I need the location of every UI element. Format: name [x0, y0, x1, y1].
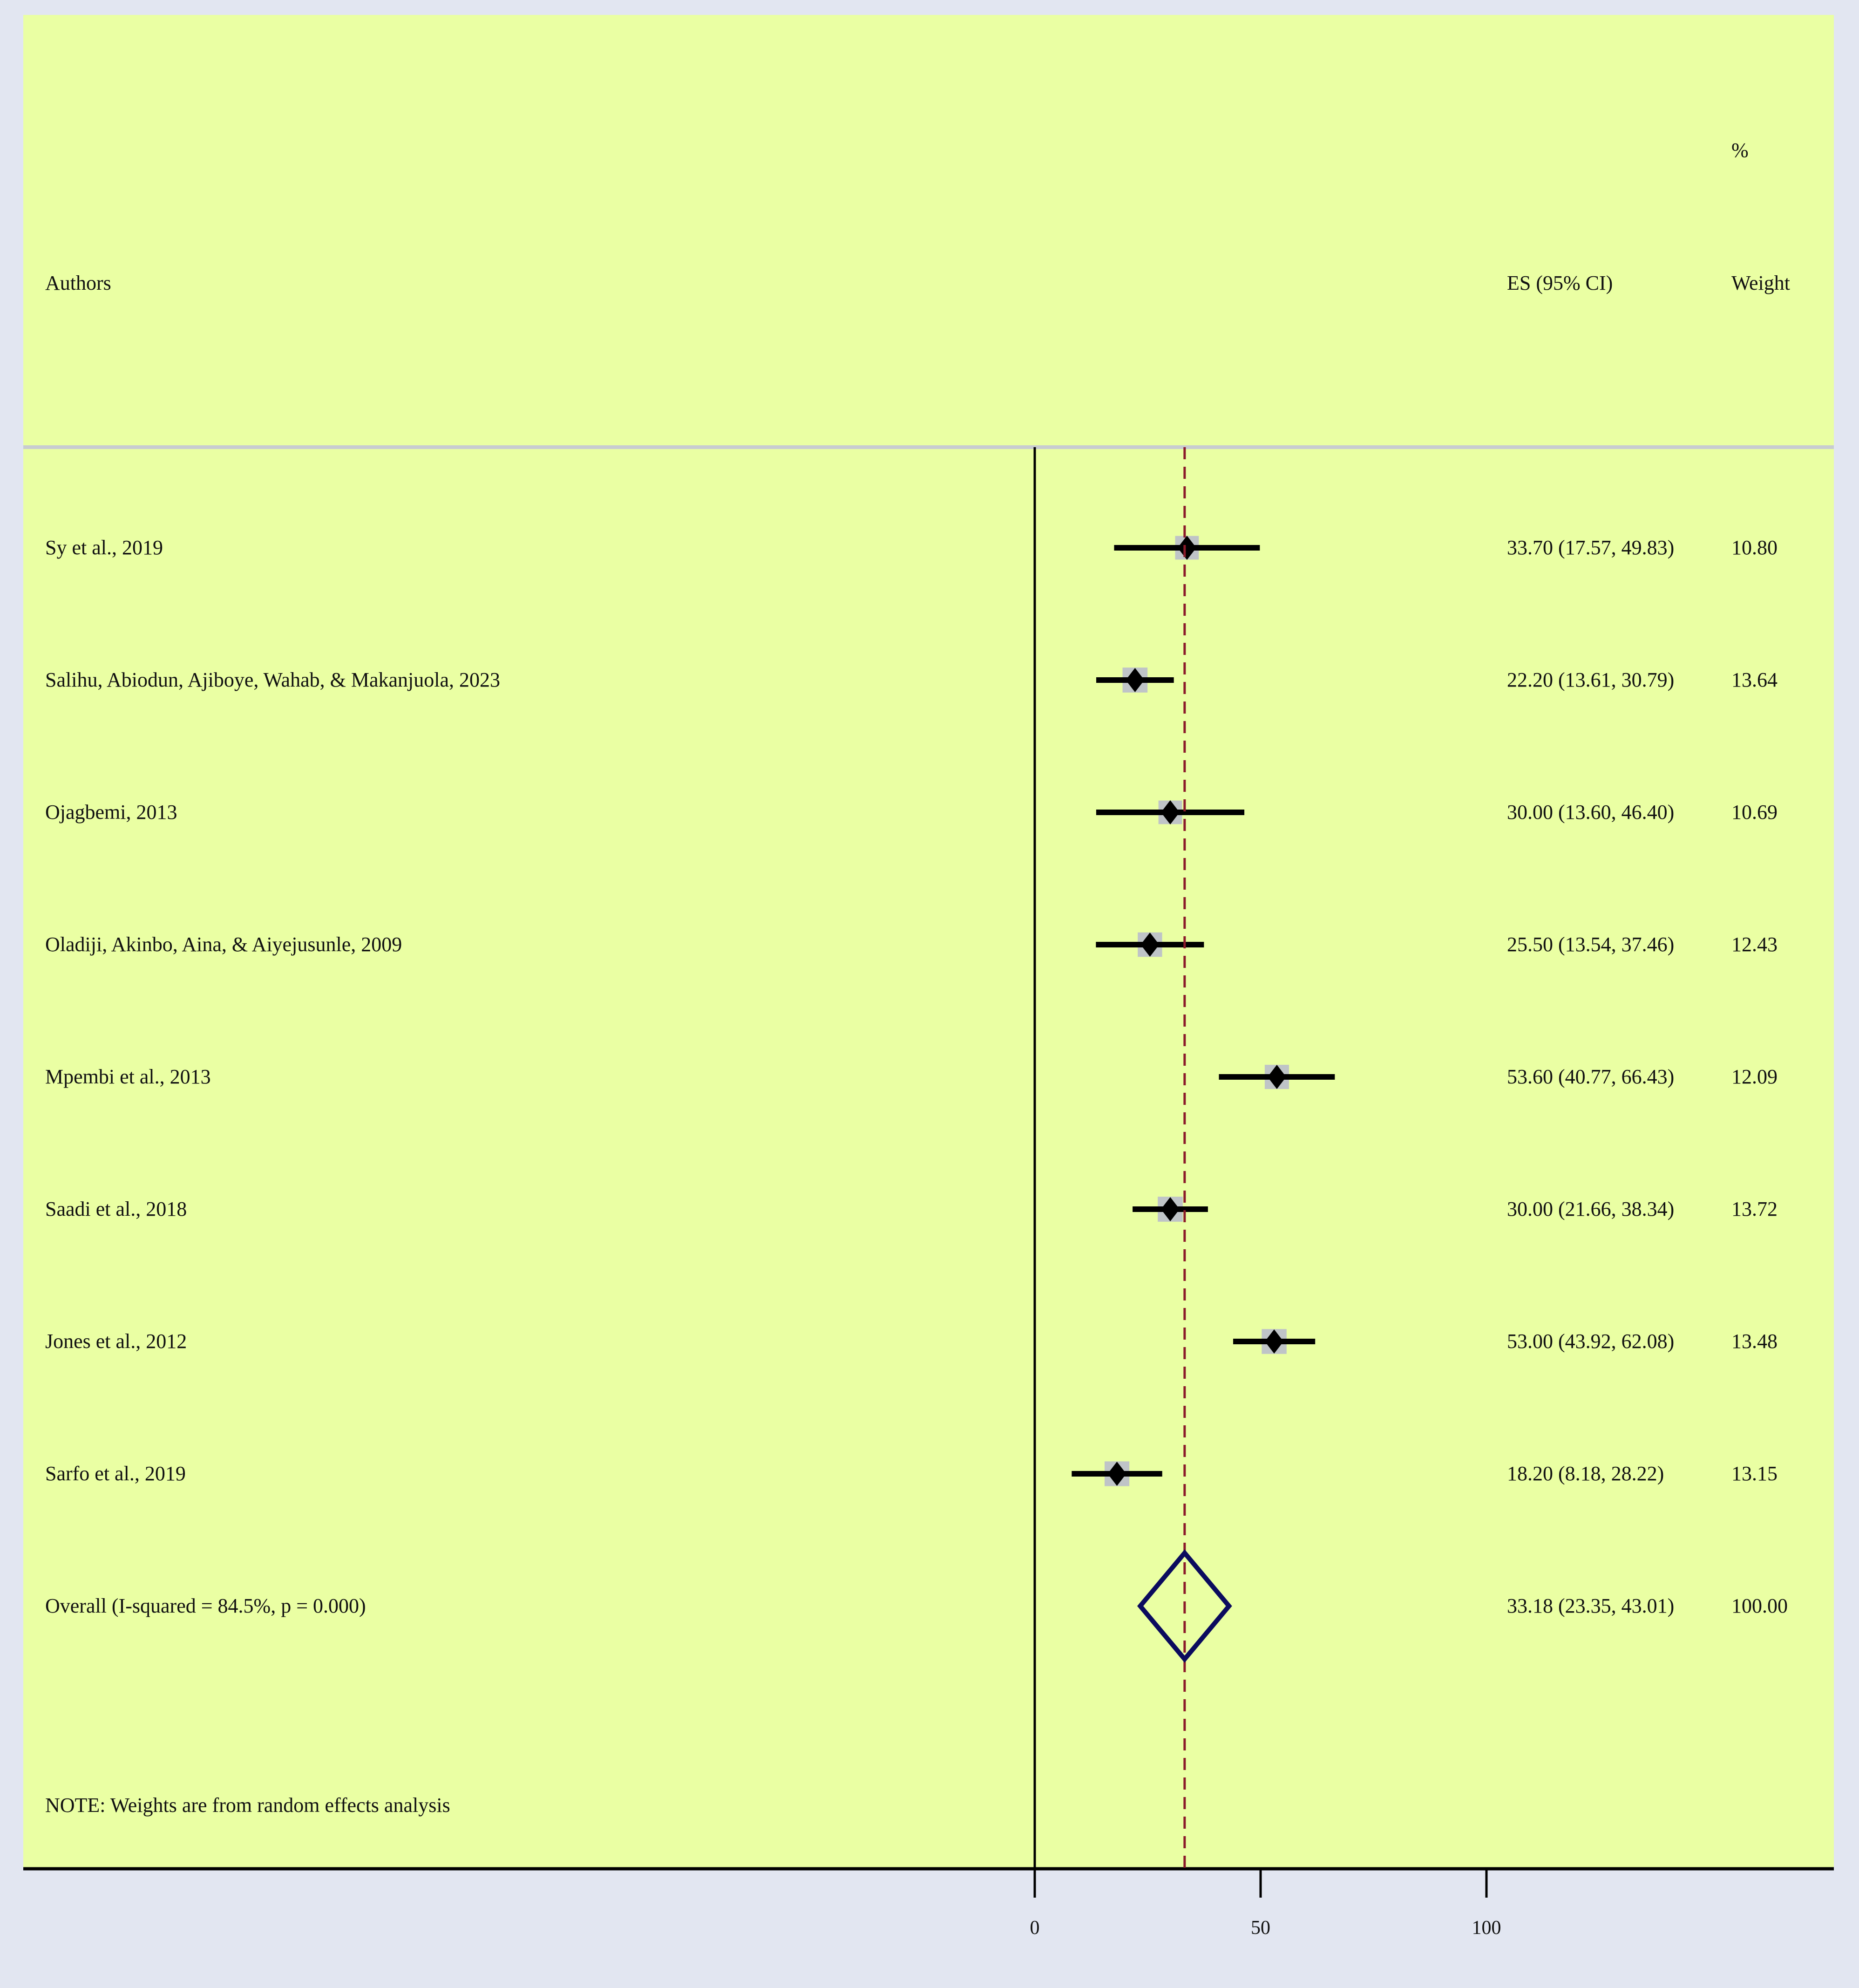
weight-label: 12.09	[1731, 1065, 1778, 1088]
estimate-label: 53.00 (43.92, 62.08)	[1507, 1330, 1674, 1353]
plot-panel	[23, 15, 1834, 1869]
point-estimate	[1161, 800, 1180, 824]
overall-diamond	[1137, 1549, 1232, 1663]
point-estimate	[1267, 1065, 1286, 1089]
study-label: Sarfo et al., 2019	[45, 1462, 186, 1485]
estimate-label: 30.00 (21.66, 38.34)	[1507, 1198, 1674, 1220]
note-text: NOTE: Weights are from random effects an…	[45, 1794, 450, 1817]
x-tick-label: 0	[1030, 1917, 1040, 1939]
header-weight: Weight	[1731, 272, 1790, 294]
estimate-labels: 33.70 (17.57, 49.83) 22.20 (13.61, 30.79)…	[1507, 536, 1674, 1617]
point-estimate	[1126, 668, 1145, 692]
column-headers: Authors ES (95% CI) % Weight	[45, 139, 1790, 294]
overall-weight-label: 100.00	[1731, 1594, 1788, 1617]
overall-marks	[1137, 447, 1232, 1869]
weight-label: 10.69	[1731, 801, 1778, 824]
weight-label: 13.15	[1731, 1462, 1778, 1485]
study-label: Salihu, Abiodun, Ajiboye, Wahab, & Makan…	[45, 668, 500, 691]
estimate-label: 53.60 (40.77, 66.43)	[1507, 1065, 1674, 1088]
study-marks	[1072, 536, 1335, 1486]
point-estimate	[1140, 933, 1160, 957]
weight-label: 13.64	[1731, 668, 1778, 691]
overall-estimate-label: 33.18 (23.35, 43.01)	[1507, 1594, 1674, 1617]
study-label: Saadi et al., 2018	[45, 1198, 187, 1220]
study-label: Oladiji, Akinbo, Aina, & Aiyejusunle, 20…	[45, 933, 402, 956]
estimate-label: 22.20 (13.61, 30.79)	[1507, 668, 1674, 691]
point-estimate	[1177, 536, 1196, 560]
x-tick-label: 50	[1251, 1917, 1270, 1939]
x-axis: 0 50 100	[23, 447, 1834, 1939]
header-study: Authors	[45, 272, 111, 294]
estimate-label: 25.50 (13.54, 37.46)	[1507, 933, 1674, 956]
weight-label: 13.72	[1731, 1198, 1778, 1220]
study-label: Jones et al., 2012	[45, 1330, 187, 1353]
weight-label: 10.80	[1731, 536, 1778, 559]
estimate-label: 33.70 (17.57, 49.83)	[1507, 536, 1674, 559]
estimate-label: 30.00 (13.60, 46.40)	[1507, 801, 1674, 824]
study-label: Sy et al., 2019	[45, 536, 163, 559]
x-tick-label: 100	[1472, 1917, 1501, 1939]
point-estimate	[1161, 1197, 1180, 1221]
study-label: Ojagbemi, 2013	[45, 801, 177, 824]
weight-label: 13.48	[1731, 1330, 1778, 1353]
weight-labels: 10.80 13.64 10.69 12.43 12.09 13.72 13.48 13.15…	[1731, 536, 1788, 1617]
weight-label: 12.43	[1731, 933, 1778, 956]
header-weight-percent: %	[1731, 139, 1749, 162]
estimate-label: 18.20 (8.18, 28.22)	[1507, 1462, 1664, 1485]
header-estimate: ES (95% CI)	[1507, 272, 1613, 294]
point-estimate	[1265, 1329, 1284, 1354]
point-estimate	[1107, 1462, 1126, 1486]
study-label: Mpembi et al., 2013	[45, 1065, 211, 1088]
overall-label: Overall (I-squared = 84.5%, p = 0.000)	[45, 1594, 366, 1617]
